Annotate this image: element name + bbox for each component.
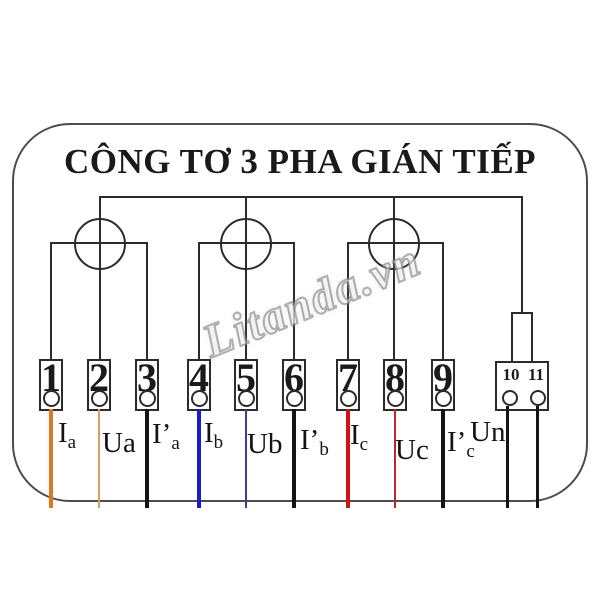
label-un: Un: [470, 416, 506, 448]
terminal-screw-icon: [340, 390, 357, 407]
terminal-box-7: 7: [336, 355, 360, 411]
terminal-screw-icon: [387, 390, 404, 407]
diagram-title: CÔNG TƠ 3 PHA GIÁN TIẾP: [63, 142, 537, 181]
terminal-number: 9: [433, 355, 453, 400]
terminal-number: 11: [527, 365, 545, 384]
terminal-number: 4: [189, 355, 209, 400]
wire-ia: [49, 409, 53, 508]
wire-ub: [245, 409, 247, 508]
label-ub: Ub: [247, 428, 283, 460]
ct-circle-phase-c: [368, 218, 420, 270]
label-ic: Ic: [350, 419, 369, 455]
phase-c-drop-wire: [393, 196, 395, 360]
wire-ib2: [292, 409, 296, 508]
terminal-number: 6: [284, 355, 304, 400]
label-ia2: I’a: [152, 418, 180, 454]
terminal-screw-icon: [238, 390, 255, 407]
terminal-screw-icon: [91, 390, 108, 407]
terminal-number: 7: [338, 355, 358, 400]
terminal-screw-icon: [435, 390, 452, 407]
label-ua: Ua: [102, 427, 136, 459]
terminal-box-9: 9: [431, 355, 455, 411]
terminal-number: 3: [137, 355, 157, 400]
label-uc: Uc: [395, 434, 429, 466]
terminal-box-4: 4: [187, 355, 211, 411]
terminal-screw-icon: [286, 390, 303, 407]
ct-a-right-wire: [146, 242, 148, 360]
wire-ua: [98, 409, 100, 508]
terminal-box-8: 8: [383, 355, 407, 411]
wire-ic2: [441, 409, 445, 508]
terminal-number: 8: [385, 355, 405, 400]
wire-neutral-11: [536, 406, 539, 508]
terminal-number: 2: [89, 355, 109, 400]
phase-b-drop-wire: [245, 196, 247, 360]
ct-circle-phase-a: [74, 218, 126, 270]
terminal-screw-icon: [43, 390, 60, 407]
terminal-block-10-11: 10 11: [495, 361, 549, 411]
ct-c-right-wire: [442, 242, 444, 360]
label-ic2: I’c: [447, 426, 475, 462]
terminal-box-2: 2: [87, 355, 111, 411]
label-ib2: I’b: [300, 424, 329, 460]
terminal-number: 1: [41, 355, 61, 400]
ct-b-left-wire: [198, 242, 200, 360]
terminal-screw-icon: [139, 390, 156, 407]
ct-b-right-wire: [293, 242, 295, 360]
terminal-box-1: 1: [39, 355, 63, 411]
neutral-drop-wire: [521, 196, 523, 314]
terminal-box-5: 5: [234, 355, 258, 411]
phase-a-drop-wire: [99, 196, 101, 360]
wire-ia2: [145, 409, 149, 508]
terminal-screw-icon: [530, 390, 546, 406]
label-ib: Ib: [204, 417, 224, 453]
terminal-screw-icon: [502, 390, 518, 406]
wire-neutral-10: [506, 406, 509, 508]
terminal-box-6: 6: [282, 355, 306, 411]
meter-frame: [12, 123, 588, 502]
neutral-connector: [511, 312, 533, 363]
ct-a-left-wire: [50, 242, 52, 360]
terminal-number: 10: [502, 365, 520, 384]
bus-wire: [99, 196, 523, 198]
label-ia: Ia: [58, 417, 77, 453]
terminal-screw-icon: [191, 390, 208, 407]
terminal-number: 5: [236, 355, 256, 400]
wire-uc: [394, 409, 396, 508]
ct-c-left-wire: [347, 242, 349, 360]
wire-ic: [346, 409, 350, 508]
terminal-box-3: 3: [135, 355, 159, 411]
wire-ib: [197, 409, 201, 508]
ct-circle-phase-b: [220, 218, 272, 270]
